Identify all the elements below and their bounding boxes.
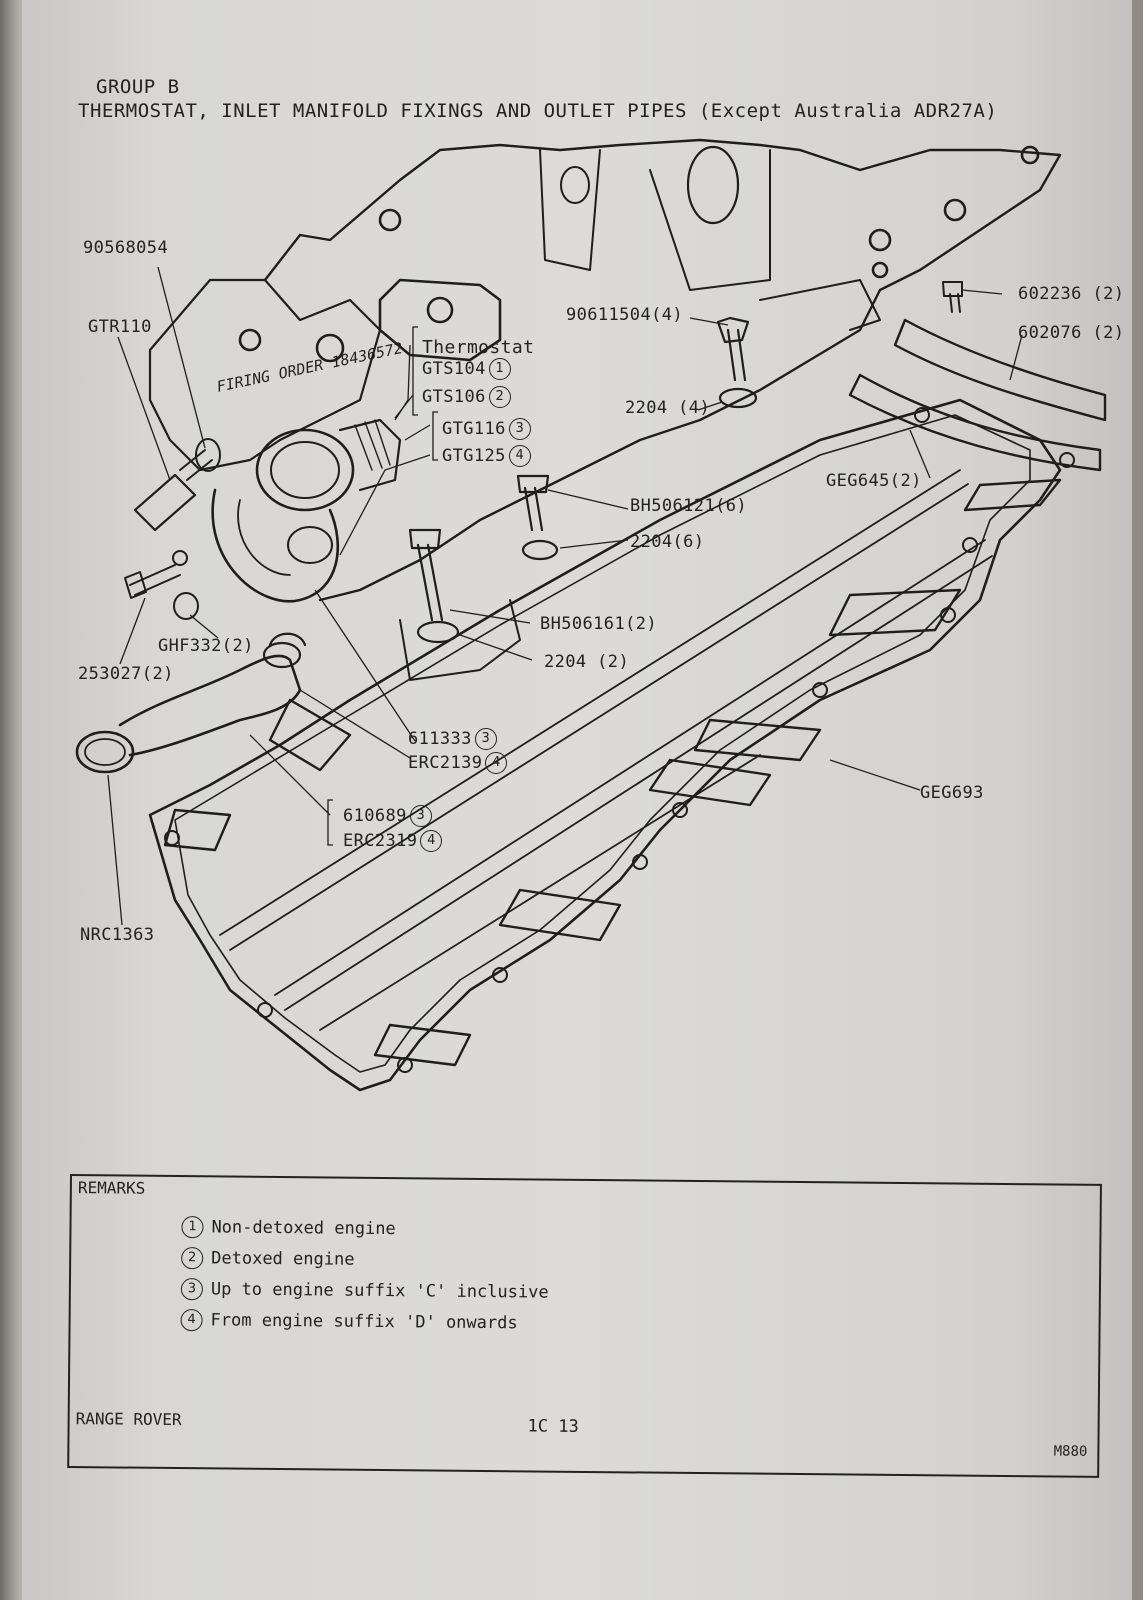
remark-text: Non-detoxed engine bbox=[211, 1216, 396, 1239]
label-90611504: 90611504(4) bbox=[566, 305, 683, 325]
label-2204-2: 2204 (2) bbox=[544, 652, 630, 672]
remarks-box: REMARKS 1 Non-detoxed engine 2 Detoxed eng… bbox=[67, 1174, 1102, 1478]
label-602236: 602236 (2) bbox=[1018, 284, 1125, 304]
part-gts106: GTS106 bbox=[422, 387, 486, 407]
remark-number: 1 bbox=[181, 1215, 204, 1238]
circled-4: 4 bbox=[420, 830, 443, 852]
reference-code: M880 bbox=[1053, 1443, 1088, 1460]
circled-3: 3 bbox=[409, 805, 432, 827]
part-gtg116: GTG116 bbox=[442, 419, 506, 439]
label-90568054: 90568054 bbox=[83, 238, 169, 258]
remark-text: Up to engine suffix 'C' inclusive bbox=[210, 1278, 549, 1303]
remark-number: 2 bbox=[181, 1246, 204, 1269]
circled-3: 3 bbox=[508, 418, 531, 440]
remark-number: 4 bbox=[180, 1308, 203, 1331]
circled-4: 4 bbox=[508, 445, 531, 467]
exploded-parts-diagram: FIRING ORDER 18436572 bbox=[75, 138, 1107, 1092]
circled-1: 1 bbox=[488, 358, 511, 380]
label-602076: 602076 (2) bbox=[1018, 323, 1125, 343]
part-611333: 611333 bbox=[408, 729, 472, 749]
remarks-title: REMARKS bbox=[77, 1178, 146, 1198]
part-gts104: GTS104 bbox=[422, 359, 486, 379]
label-ghf332: GHF332(2) bbox=[158, 636, 254, 656]
remark-text: From engine suffix 'D' onwards bbox=[210, 1309, 518, 1333]
page-number: 1C 13 bbox=[527, 1416, 579, 1437]
label-thermostat: Thermostat bbox=[422, 337, 535, 358]
remark-item: 3 Up to engine suffix 'C' inclusive bbox=[180, 1273, 549, 1308]
remark-text: Detoxed engine bbox=[211, 1247, 355, 1270]
label-geg693: GEG693 bbox=[920, 783, 984, 803]
remarks-list: 1 Non-detoxed engine 2 Detoxed engine 3 Up … bbox=[180, 1211, 549, 1339]
label-geg645: GEG645(2) bbox=[826, 471, 922, 491]
group-heading: GROUP B bbox=[96, 76, 180, 98]
label-253027: 253027(2) bbox=[78, 664, 174, 684]
label-2204-4: 2204 (4) bbox=[625, 398, 711, 418]
remark-item: 1 Non-detoxed engine bbox=[181, 1211, 549, 1246]
label-gtr110: GTR110 bbox=[88, 317, 152, 337]
part-gtg125: GTG125 bbox=[442, 446, 506, 466]
circled-2: 2 bbox=[488, 386, 511, 408]
remark-number: 3 bbox=[180, 1277, 204, 1300]
label-bh506121: BH506121(6) bbox=[630, 496, 747, 516]
part-erc2139: ERC2139 bbox=[408, 753, 483, 773]
remark-item: 4 From engine suffix 'D' onwards bbox=[180, 1304, 548, 1339]
label-bh506161: BH506161(2) bbox=[540, 614, 657, 634]
part-erc2319: ERC2319 bbox=[343, 831, 418, 851]
vehicle-model: RANGE ROVER bbox=[75, 1409, 182, 1430]
remark-item: 2 Detoxed engine bbox=[181, 1242, 549, 1277]
circled-4: 4 bbox=[485, 752, 508, 774]
label-nrc1363: NRC1363 bbox=[80, 925, 155, 945]
manifold-gasket-outline bbox=[148, 398, 1062, 1092]
book-spine bbox=[0, 0, 24, 1600]
label-2204-6: 2204(6) bbox=[630, 532, 705, 552]
part-610689: 610689 bbox=[343, 806, 407, 826]
circled-3: 3 bbox=[474, 728, 497, 750]
page-title: THERMOSTAT, INLET MANIFOLD FIXINGS AND O… bbox=[78, 100, 998, 122]
